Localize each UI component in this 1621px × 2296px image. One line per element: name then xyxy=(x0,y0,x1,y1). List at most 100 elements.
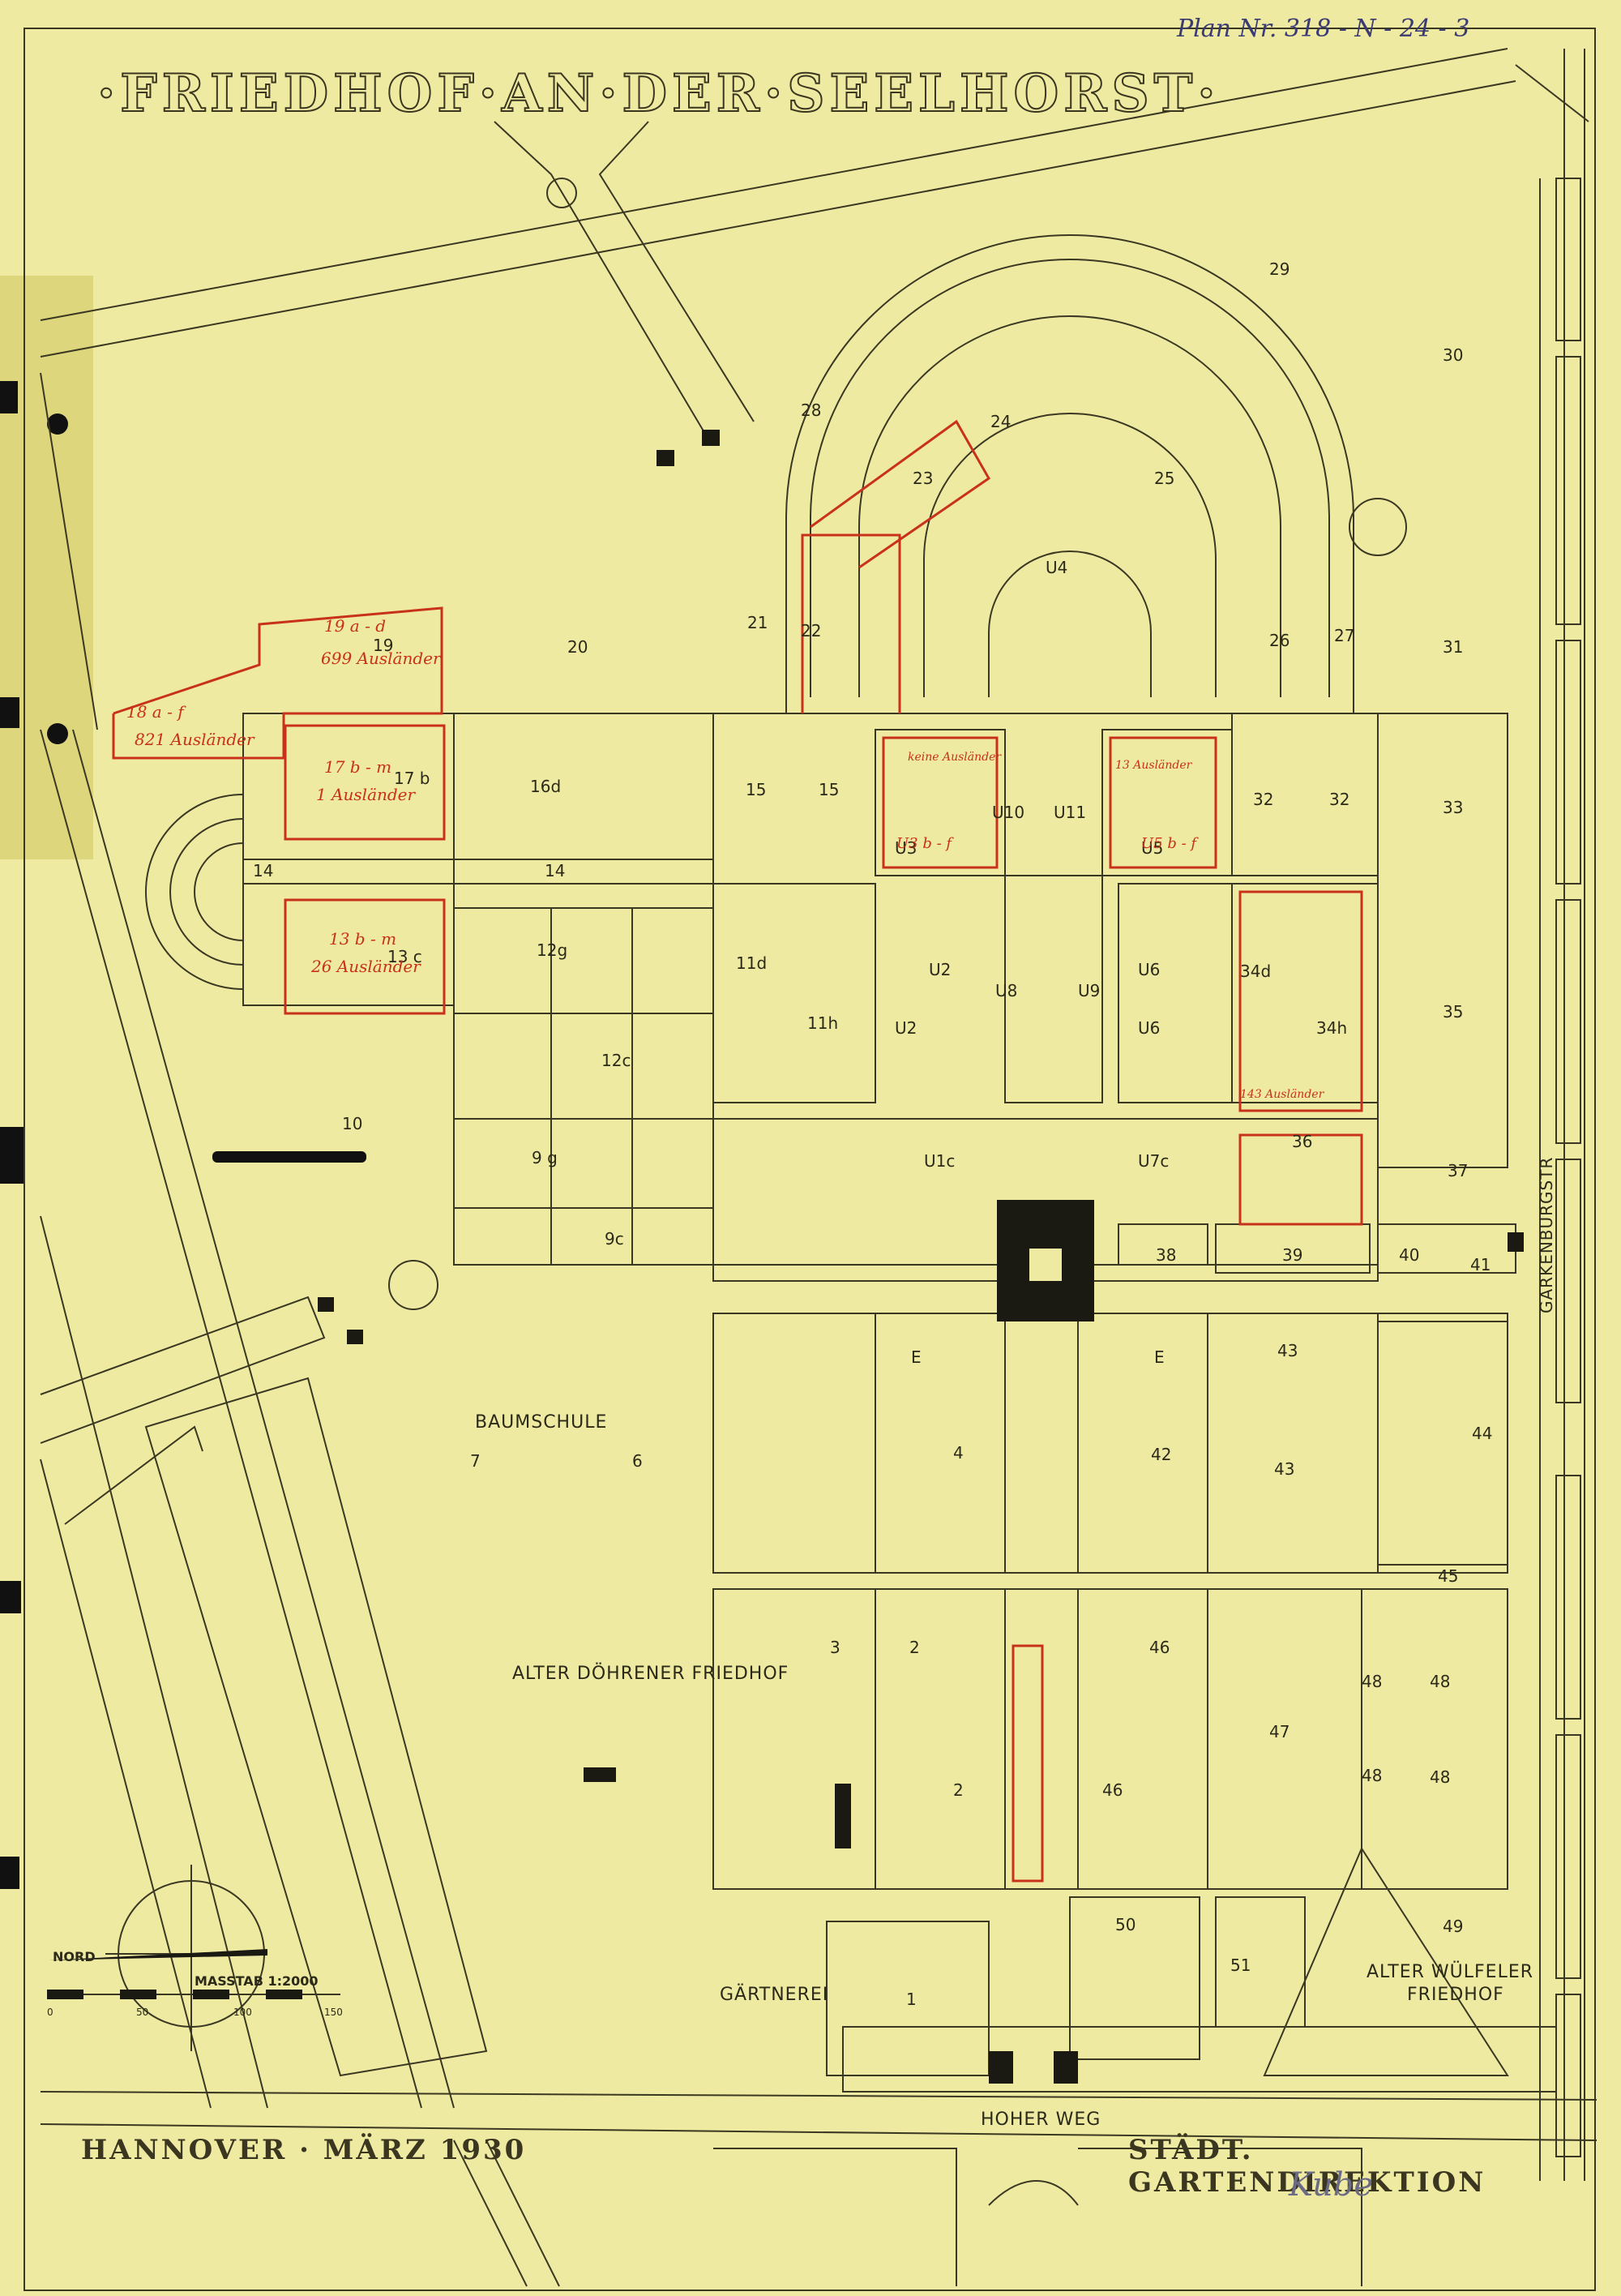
plot-label: 51 xyxy=(1230,1955,1251,1975)
scale-tick: 0 xyxy=(47,2007,53,2018)
binding-strip xyxy=(0,276,93,859)
red-annotation: 699 Ausländer xyxy=(321,649,441,668)
plot-label: 12c xyxy=(601,1051,631,1070)
plot-label: 7 xyxy=(470,1451,481,1471)
plot-label: 32 xyxy=(1329,790,1350,809)
plot-label: 15 xyxy=(746,780,767,799)
plot-label: 3 xyxy=(830,1638,840,1657)
red-annotation: 19 a - d xyxy=(324,616,387,636)
plot-label: 16d xyxy=(530,777,562,796)
plot-label: 34h xyxy=(1316,1018,1348,1038)
edge-tear xyxy=(0,1581,21,1613)
plot-label: U3 xyxy=(895,838,917,858)
plot-label: 11h xyxy=(807,1013,839,1033)
edge-tear xyxy=(0,381,18,413)
plot-label: 47 xyxy=(1269,1722,1290,1741)
map-title: ·FRIEDHOF·AN·DER·SEELHORST· xyxy=(96,62,1221,125)
red-annotation: keine Ausländer xyxy=(908,751,1002,764)
plot-label: 48 xyxy=(1362,1672,1383,1691)
red-annotation: 17 b - m xyxy=(324,757,392,777)
plot-label: 19 xyxy=(373,636,394,655)
red-annotation: 821 Ausländer xyxy=(135,730,254,749)
plot-label: 43 xyxy=(1274,1459,1295,1479)
red-annotation: 18 a - f xyxy=(126,702,184,722)
plot-label: 2 xyxy=(909,1638,920,1657)
plot-label: U8 xyxy=(995,981,1018,1000)
plot-label: 31 xyxy=(1443,637,1464,657)
plot-label: 26 xyxy=(1269,631,1290,650)
edge-tear xyxy=(0,1127,24,1184)
label-alter-doehrener-friedhof: ALTER DÖHRENER FRIEDHOF xyxy=(512,1664,789,1684)
red-annotation: 13 Ausländer xyxy=(1115,759,1192,772)
plot-label: 11d xyxy=(736,953,768,973)
edge-tear xyxy=(0,697,19,728)
plot-label: 35 xyxy=(1443,1002,1464,1022)
plot-label: 23 xyxy=(913,469,934,488)
red-annotation: 13 b - m xyxy=(329,929,397,949)
plot-label: U2 xyxy=(895,1018,917,1038)
plot-label: E xyxy=(911,1347,922,1367)
city-date: HANNOVER · MÄRZ 1930 xyxy=(81,2134,527,2166)
plot-label: 1 xyxy=(906,1990,917,2009)
plot-label: 10 xyxy=(342,1114,363,1133)
plot-label: 42 xyxy=(1151,1445,1172,1464)
label-friedhof: FRIEDHOF xyxy=(1407,1985,1504,2005)
plot-label: 40 xyxy=(1399,1245,1420,1265)
plot-label: U5 xyxy=(1141,838,1164,858)
red-annotation: U5 b - f xyxy=(1141,835,1197,852)
plot-label: 14 xyxy=(545,861,566,880)
plot-label: U10 xyxy=(992,803,1025,822)
plot-label: 14 xyxy=(253,861,274,880)
label-hoher-weg: HOHER WEG xyxy=(981,2110,1101,2130)
scale-tick: 50 xyxy=(136,2007,148,2018)
plot-label: 9 g xyxy=(532,1148,558,1167)
scale-tick: 100 xyxy=(233,2007,252,2018)
red-annotation: 143 Ausländer xyxy=(1240,1088,1324,1101)
plot-label: 37 xyxy=(1448,1161,1469,1180)
plot-label: 6 xyxy=(632,1451,643,1471)
label-garkenburgstr: GARKENBURGSTR xyxy=(1537,1156,1556,1313)
plot-label: 34d xyxy=(1240,962,1272,981)
north-arrow-label: NORD xyxy=(53,1949,96,1964)
plot-label: 13 c xyxy=(387,947,422,966)
plot-label: 33 xyxy=(1443,798,1464,817)
plot-label: 38 xyxy=(1156,1245,1177,1265)
plot-label: 36 xyxy=(1292,1132,1313,1151)
plot-label: 2 xyxy=(953,1780,964,1800)
plot-label: 44 xyxy=(1472,1424,1493,1443)
plot-label: 48 xyxy=(1430,1672,1451,1691)
plot-label: 21 xyxy=(747,613,768,632)
plot-label: 12g xyxy=(537,940,568,960)
label-baumschule: BAUMSCHULE xyxy=(475,1412,608,1433)
plot-label: 39 xyxy=(1282,1245,1303,1265)
plot-label: 29 xyxy=(1269,259,1290,279)
plot-label: U6 xyxy=(1138,960,1161,979)
plot-label: U11 xyxy=(1054,803,1087,822)
plot-label: 32 xyxy=(1253,790,1274,809)
plot-label: 27 xyxy=(1334,626,1355,645)
scale-label: MASSTAB 1:2000 xyxy=(195,1973,319,1989)
plot-label: 49 xyxy=(1443,1917,1464,1936)
plot-label: 24 xyxy=(990,412,1012,431)
plot-label: U4 xyxy=(1046,558,1068,577)
plot-label: 48 xyxy=(1430,1767,1451,1787)
plot-label: U9 xyxy=(1078,981,1101,1000)
plot-label: 43 xyxy=(1277,1341,1298,1360)
label-gaertnerei: GÄRTNEREI xyxy=(720,1985,829,2005)
red-annotation: 1 Ausländer xyxy=(316,785,416,804)
issuing-office: STÄDT. GARTENDIREKTION xyxy=(1128,2134,1486,2199)
edge-tear xyxy=(0,1857,19,1889)
scale-tick: 150 xyxy=(324,2007,343,2018)
red-annotation: 26 Ausländer xyxy=(311,957,421,976)
plot-label: U2 xyxy=(929,960,952,979)
signature: Kube xyxy=(1289,2166,1374,2204)
plot-label: 4 xyxy=(953,1443,964,1463)
plot-label: 25 xyxy=(1154,469,1175,488)
paper-tear xyxy=(212,1151,366,1163)
label-alter-wuelfeler: ALTER WÜLFELER xyxy=(1367,1962,1534,1982)
plot-label: 30 xyxy=(1443,345,1464,365)
punch-hole xyxy=(47,723,68,744)
red-annotation: U3 b - f xyxy=(896,835,952,852)
